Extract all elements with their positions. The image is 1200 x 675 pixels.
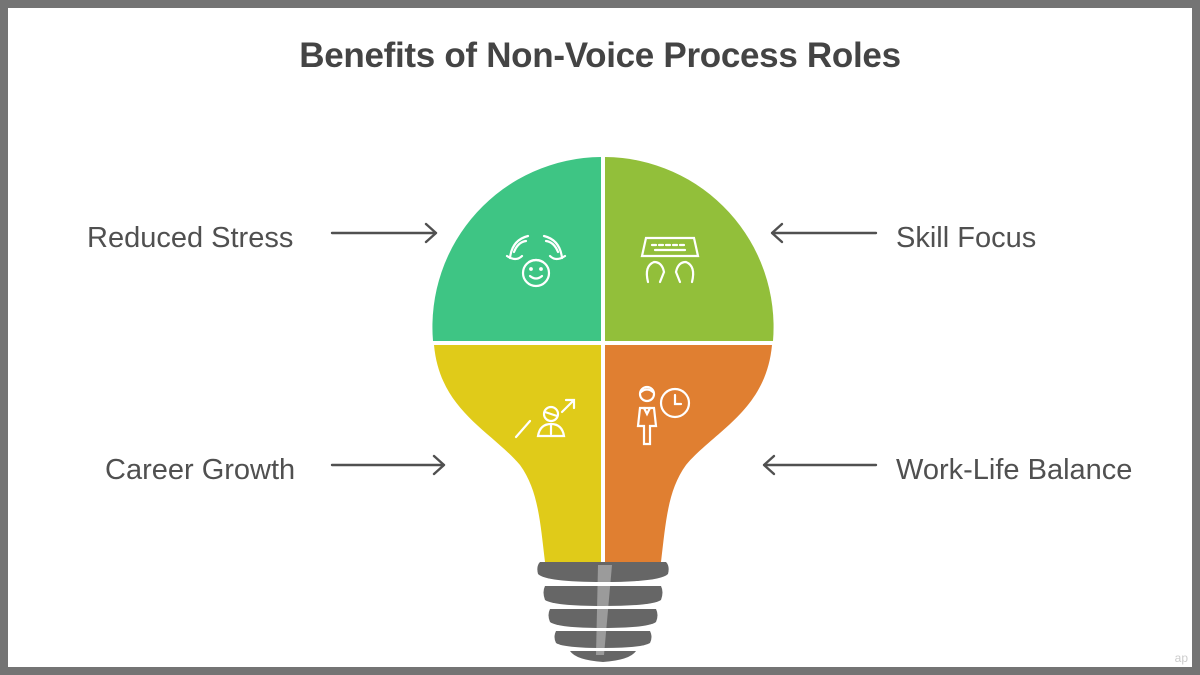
quadrant-reduced-stress (432, 157, 601, 341)
arrow-left-icon (770, 222, 878, 244)
label-work-life-balance: Work-Life Balance (896, 454, 1133, 486)
keyboard-typing-icon (640, 236, 700, 284)
arrow-left-icon (762, 454, 878, 476)
label-skill-focus: Skill Focus (896, 222, 1037, 254)
quadrant-work-life-balance (605, 345, 772, 562)
quadrant-career-growth (434, 345, 601, 562)
infographic-canvas: Benefits of Non-Voice Process Roles (8, 8, 1192, 667)
bulb-base (537, 562, 669, 662)
arrow-right-icon (330, 222, 438, 244)
quadrant-skill-focus (605, 157, 774, 341)
lightbulb-diagram (428, 150, 778, 662)
base-highlight (596, 565, 612, 655)
arrow-right-icon (330, 454, 446, 476)
page-title: Benefits of Non-Voice Process Roles (299, 36, 901, 75)
person-clock-icon (636, 385, 691, 446)
watermark: ap (1174, 651, 1188, 665)
label-career-growth: Career Growth (105, 454, 296, 486)
person-growth-arrow-icon (514, 398, 576, 439)
label-reduced-stress: Reduced Stress (87, 222, 294, 254)
calm-face-hands-icon (505, 234, 567, 288)
